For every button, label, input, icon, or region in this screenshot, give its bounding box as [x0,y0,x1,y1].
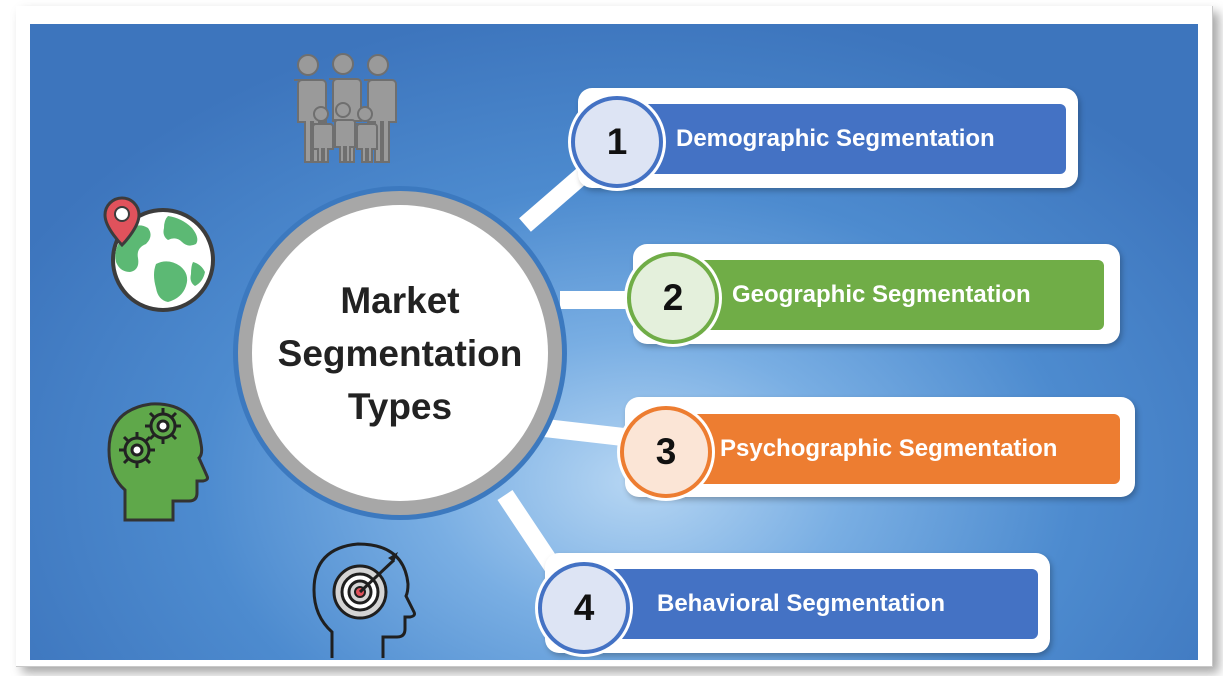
segment-3-number-badge: 3 [620,406,712,498]
segment-2-number: 2 [662,277,684,318]
globe-location-icon [103,196,215,312]
connector-3 [543,419,634,447]
segment-3-bar: Psychographic Segmentation [652,414,1120,484]
head-gears-icon [107,402,209,522]
segment-2-number-badge: 2 [627,252,719,344]
segment-3-number: 3 [655,431,677,472]
family-icon [294,53,397,163]
center-title: Market Segmentation Types [277,279,523,427]
center-circle: Market Segmentation Types [252,205,548,501]
segment-4-bar: Behavioral Segmentation [572,569,1038,639]
segment-1-number: 1 [606,121,628,162]
segment-2-label: Geographic Segmentation [732,281,1031,308]
segment-2-bar: Geographic Segmentation [660,260,1104,330]
head-target-icon [312,542,416,658]
segment-1-bar: Demographic Segmentation [604,104,1066,174]
segment-4-label: Behavioral Segmentation [657,590,946,617]
connector-4 [497,490,563,575]
segment-1-number-badge: 1 [571,96,663,188]
segment-4-number: 4 [573,587,595,628]
segment-3-label: Psychographic Segmentation [720,435,1058,462]
segment-1-label: Demographic Segmentation [676,125,995,152]
segment-4-number-badge: 4 [538,562,630,654]
